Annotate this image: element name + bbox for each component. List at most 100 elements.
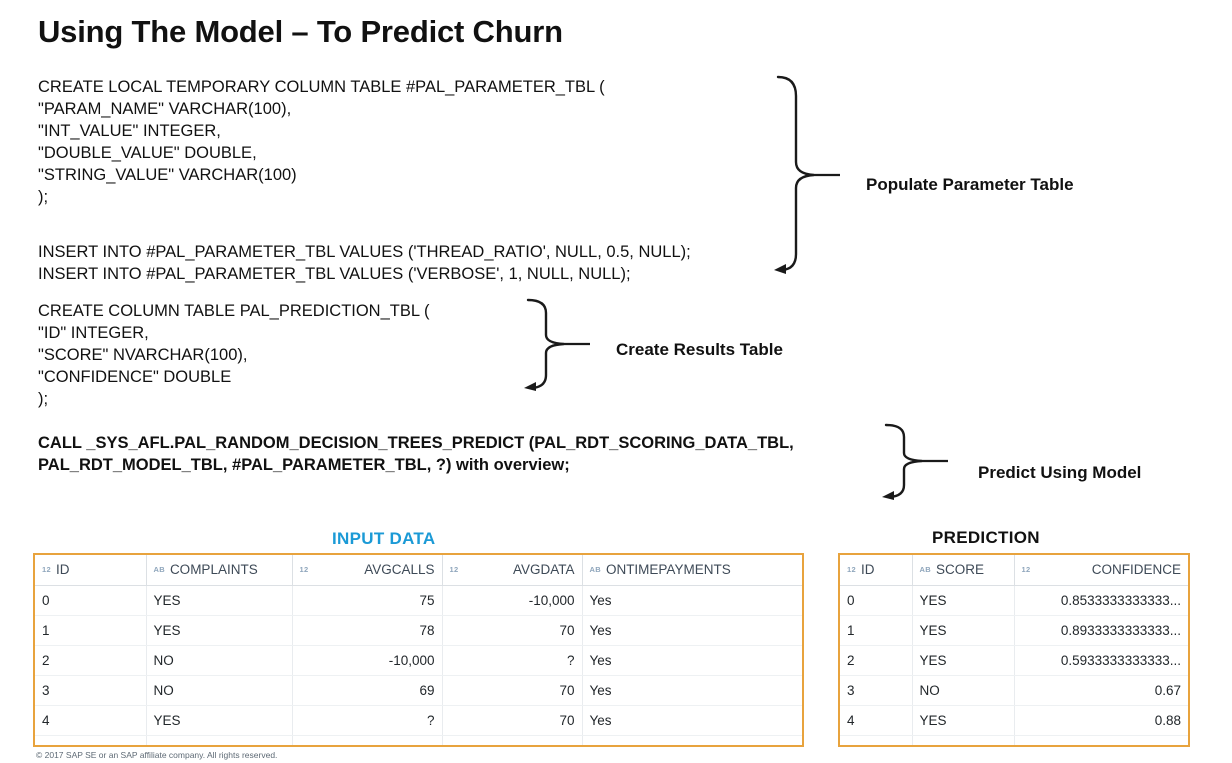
table-cell: NO (912, 675, 1015, 706)
table-cell: YES (912, 705, 1015, 736)
table-cell: YES (146, 705, 293, 736)
table-cell: 3 (35, 675, 147, 706)
table-cell: 70 (442, 615, 583, 646)
column-label: SCORE (935, 562, 984, 577)
table-cell: Yes (582, 675, 802, 706)
table-cell: YES (146, 615, 293, 646)
input-column-header-avgcalls[interactable]: 12 AVGCALLS (292, 555, 443, 586)
sql-insert-parameters: INSERT INTO #PAL_PARAMETER_TBL VALUES ('… (38, 243, 691, 283)
annotation-label-populate: Populate Parameter Table (866, 175, 1074, 194)
table-cell: 3 (840, 675, 913, 706)
table-cell: NO (146, 645, 293, 676)
curly-brace-icon (524, 298, 590, 391)
text-type-icon: AB (589, 564, 601, 574)
table-cell: YES (912, 585, 1015, 616)
input-data-grid: 12 ID AB COMPLAINTS 12 AVGCALLS 12 AVGDATA AB ONT… (35, 555, 802, 745)
table-cell: 78 (292, 615, 443, 646)
page-title: Using The Model – To Predict Churn (38, 14, 563, 49)
table-cell: NO (146, 675, 293, 706)
table-cell: 1 (35, 615, 147, 646)
table-cell: 75 (292, 585, 443, 616)
table-cell: 70 (442, 705, 583, 736)
table-cell: 5 (35, 735, 147, 745)
input-column-header-avgdata[interactable]: 12 AVGDATA (442, 555, 583, 586)
table-cell: 0.5933333333333... (1014, 645, 1188, 676)
brace-populate-parameter-table (770, 74, 840, 274)
annotation-label-results: Create Results Table (616, 340, 783, 359)
table-cell: ? (442, 645, 583, 676)
text-type-icon: AB (153, 564, 165, 574)
text-type-icon: AB (919, 564, 931, 574)
table-cell: Yes (582, 705, 802, 736)
table-cell: 0.8533333333333... (1014, 585, 1188, 616)
column-label: ONTIMEPAYMENTS (605, 562, 731, 577)
table-cell: 5 (840, 735, 913, 745)
input-column-header-complaints[interactable]: AB COMPLAINTS (146, 555, 293, 586)
input-data-caption: INPUT DATA (332, 529, 436, 548)
column-label: AVGCALLS (364, 562, 435, 577)
prediction-column-header-id[interactable]: 12 ID (840, 555, 913, 586)
table-cell: YES (912, 735, 1015, 745)
table-cell: 0 (840, 585, 913, 616)
prediction-caption: PREDICTION (932, 528, 1040, 547)
annotation-label-predict: Predict Using Model (978, 463, 1142, 482)
table-cell: Yes (582, 615, 802, 646)
table-cell: ? (146, 735, 293, 745)
brace-create-results-table (520, 297, 590, 391)
input-data-header: 12 ID AB COMPLAINTS 12 AVGCALLS 12 AVGDATA AB ONT… (35, 555, 802, 586)
table-cell: 70 (442, 735, 583, 745)
column-label: COMPLAINTS (169, 562, 258, 577)
column-label: AVGDATA (512, 562, 575, 577)
input-data-table: 12 ID AB COMPLAINTS 12 AVGCALLS 12 AVGDATA AB ONT… (33, 553, 804, 747)
table-cell: YES (912, 615, 1015, 646)
table-cell: -10,000 (442, 585, 583, 616)
column-label: ID (860, 562, 875, 577)
table-cell: 0.67 (1014, 675, 1188, 706)
input-column-header-ontimepayments[interactable]: AB ONTIMEPAYMENTS (582, 555, 802, 586)
table-cell: 4 (840, 705, 913, 736)
numeric-type-icon: 12 (449, 564, 459, 574)
table-cell: 2 (840, 645, 913, 676)
numeric-type-icon: 12 (299, 564, 309, 574)
table-cell: Yes (582, 735, 802, 745)
input-column-header-id[interactable]: 12 ID (35, 555, 147, 586)
numeric-type-icon: 12 (1021, 564, 1031, 574)
table-cell: 1 (840, 615, 913, 646)
curly-brace-icon (882, 423, 948, 500)
table-cell: 70 (292, 735, 443, 745)
column-label: ID (55, 562, 70, 577)
table-cell: 0.8933333333333... (1014, 615, 1188, 646)
table-cell: ? (292, 705, 443, 736)
table-cell: 0.88 (1014, 705, 1188, 736)
table-row[interactable]: 5YES0.7366666666666... (840, 735, 1188, 745)
table-cell: Yes (582, 585, 802, 616)
numeric-type-icon: 12 (847, 564, 856, 574)
table-cell: -10,000 (292, 645, 443, 676)
sql-create-parameter-table: CREATE LOCAL TEMPORARY COLUMN TABLE #PAL… (38, 78, 605, 206)
curly-brace-icon (774, 75, 840, 274)
table-cell: 2 (35, 645, 147, 676)
table-cell: YES (146, 585, 293, 616)
numeric-type-icon: 12 (42, 564, 51, 574)
table-cell: 70 (442, 675, 583, 706)
prediction-column-header-score[interactable]: AB SCORE (912, 555, 1015, 586)
table-row[interactable]: 5?7070Yes (35, 735, 802, 745)
brace-predict-using-model (878, 422, 948, 500)
